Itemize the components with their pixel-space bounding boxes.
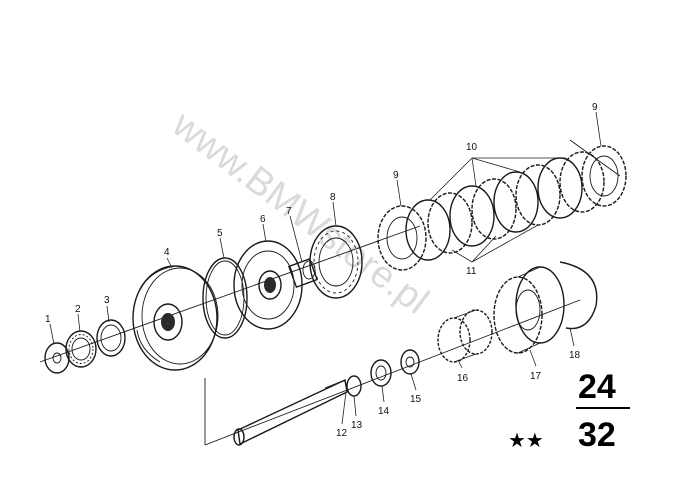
callout-15: 15: [410, 394, 422, 405]
callout-9-rear: 9: [592, 102, 598, 113]
callout-6: 6: [260, 214, 266, 225]
group-code: 24 32: [576, 368, 630, 454]
callout-17: 17: [530, 371, 542, 382]
callout-3: 3: [104, 295, 110, 306]
callout-8: 8: [330, 192, 336, 203]
part-17-clutch-drum: [493, 266, 565, 354]
callout-numbers: 1 2 3 4 5 6 7 8 9 9 10 11 12 13 14 15 16…: [45, 102, 598, 439]
part-13-circlip: [346, 375, 362, 397]
part-9-disc-front: [377, 205, 427, 271]
callout-4: 4: [164, 247, 170, 258]
part-6-pump-housing: [233, 240, 303, 330]
group-code-bottom: 32: [578, 416, 616, 454]
part-5-seal-ring: [202, 257, 248, 339]
callout-13: 13: [351, 420, 363, 431]
callout-14: 14: [378, 406, 390, 417]
callout-18: 18: [569, 350, 581, 361]
part-14-ring: [370, 359, 392, 387]
part-2-needle-bearing: [65, 330, 97, 368]
part-16-clutch-hub: [437, 309, 493, 363]
stars-mark: ★★: [508, 428, 544, 452]
callout-12: 12: [336, 428, 348, 439]
axis-line-upper: [39, 225, 421, 363]
leader-lines: [49, 111, 602, 425]
part-3-thrust-ring: [96, 319, 126, 357]
part-18-snap-ring: [559, 261, 598, 330]
watermark: www.BMWstore.pl: [164, 103, 436, 323]
callout-5: 5: [217, 228, 223, 239]
callout-9-front: 9: [393, 170, 399, 181]
part-12-input-shaft: [233, 378, 348, 446]
part-1-washer: [44, 342, 70, 374]
axis-line-lower: [204, 299, 581, 446]
group-code-top: 24: [578, 368, 616, 406]
part-10-11-clutch-pack: [405, 151, 605, 261]
callout-1: 1: [45, 314, 51, 325]
callout-16: 16: [457, 373, 469, 384]
callout-2: 2: [75, 304, 81, 315]
part-15-washer: [400, 349, 420, 375]
callout-7: 7: [286, 206, 292, 217]
callout-10: 10: [466, 142, 478, 153]
part-9-disc-rear: [581, 145, 627, 207]
callout-11: 11: [466, 266, 477, 277]
part-7-hub: [288, 258, 318, 288]
